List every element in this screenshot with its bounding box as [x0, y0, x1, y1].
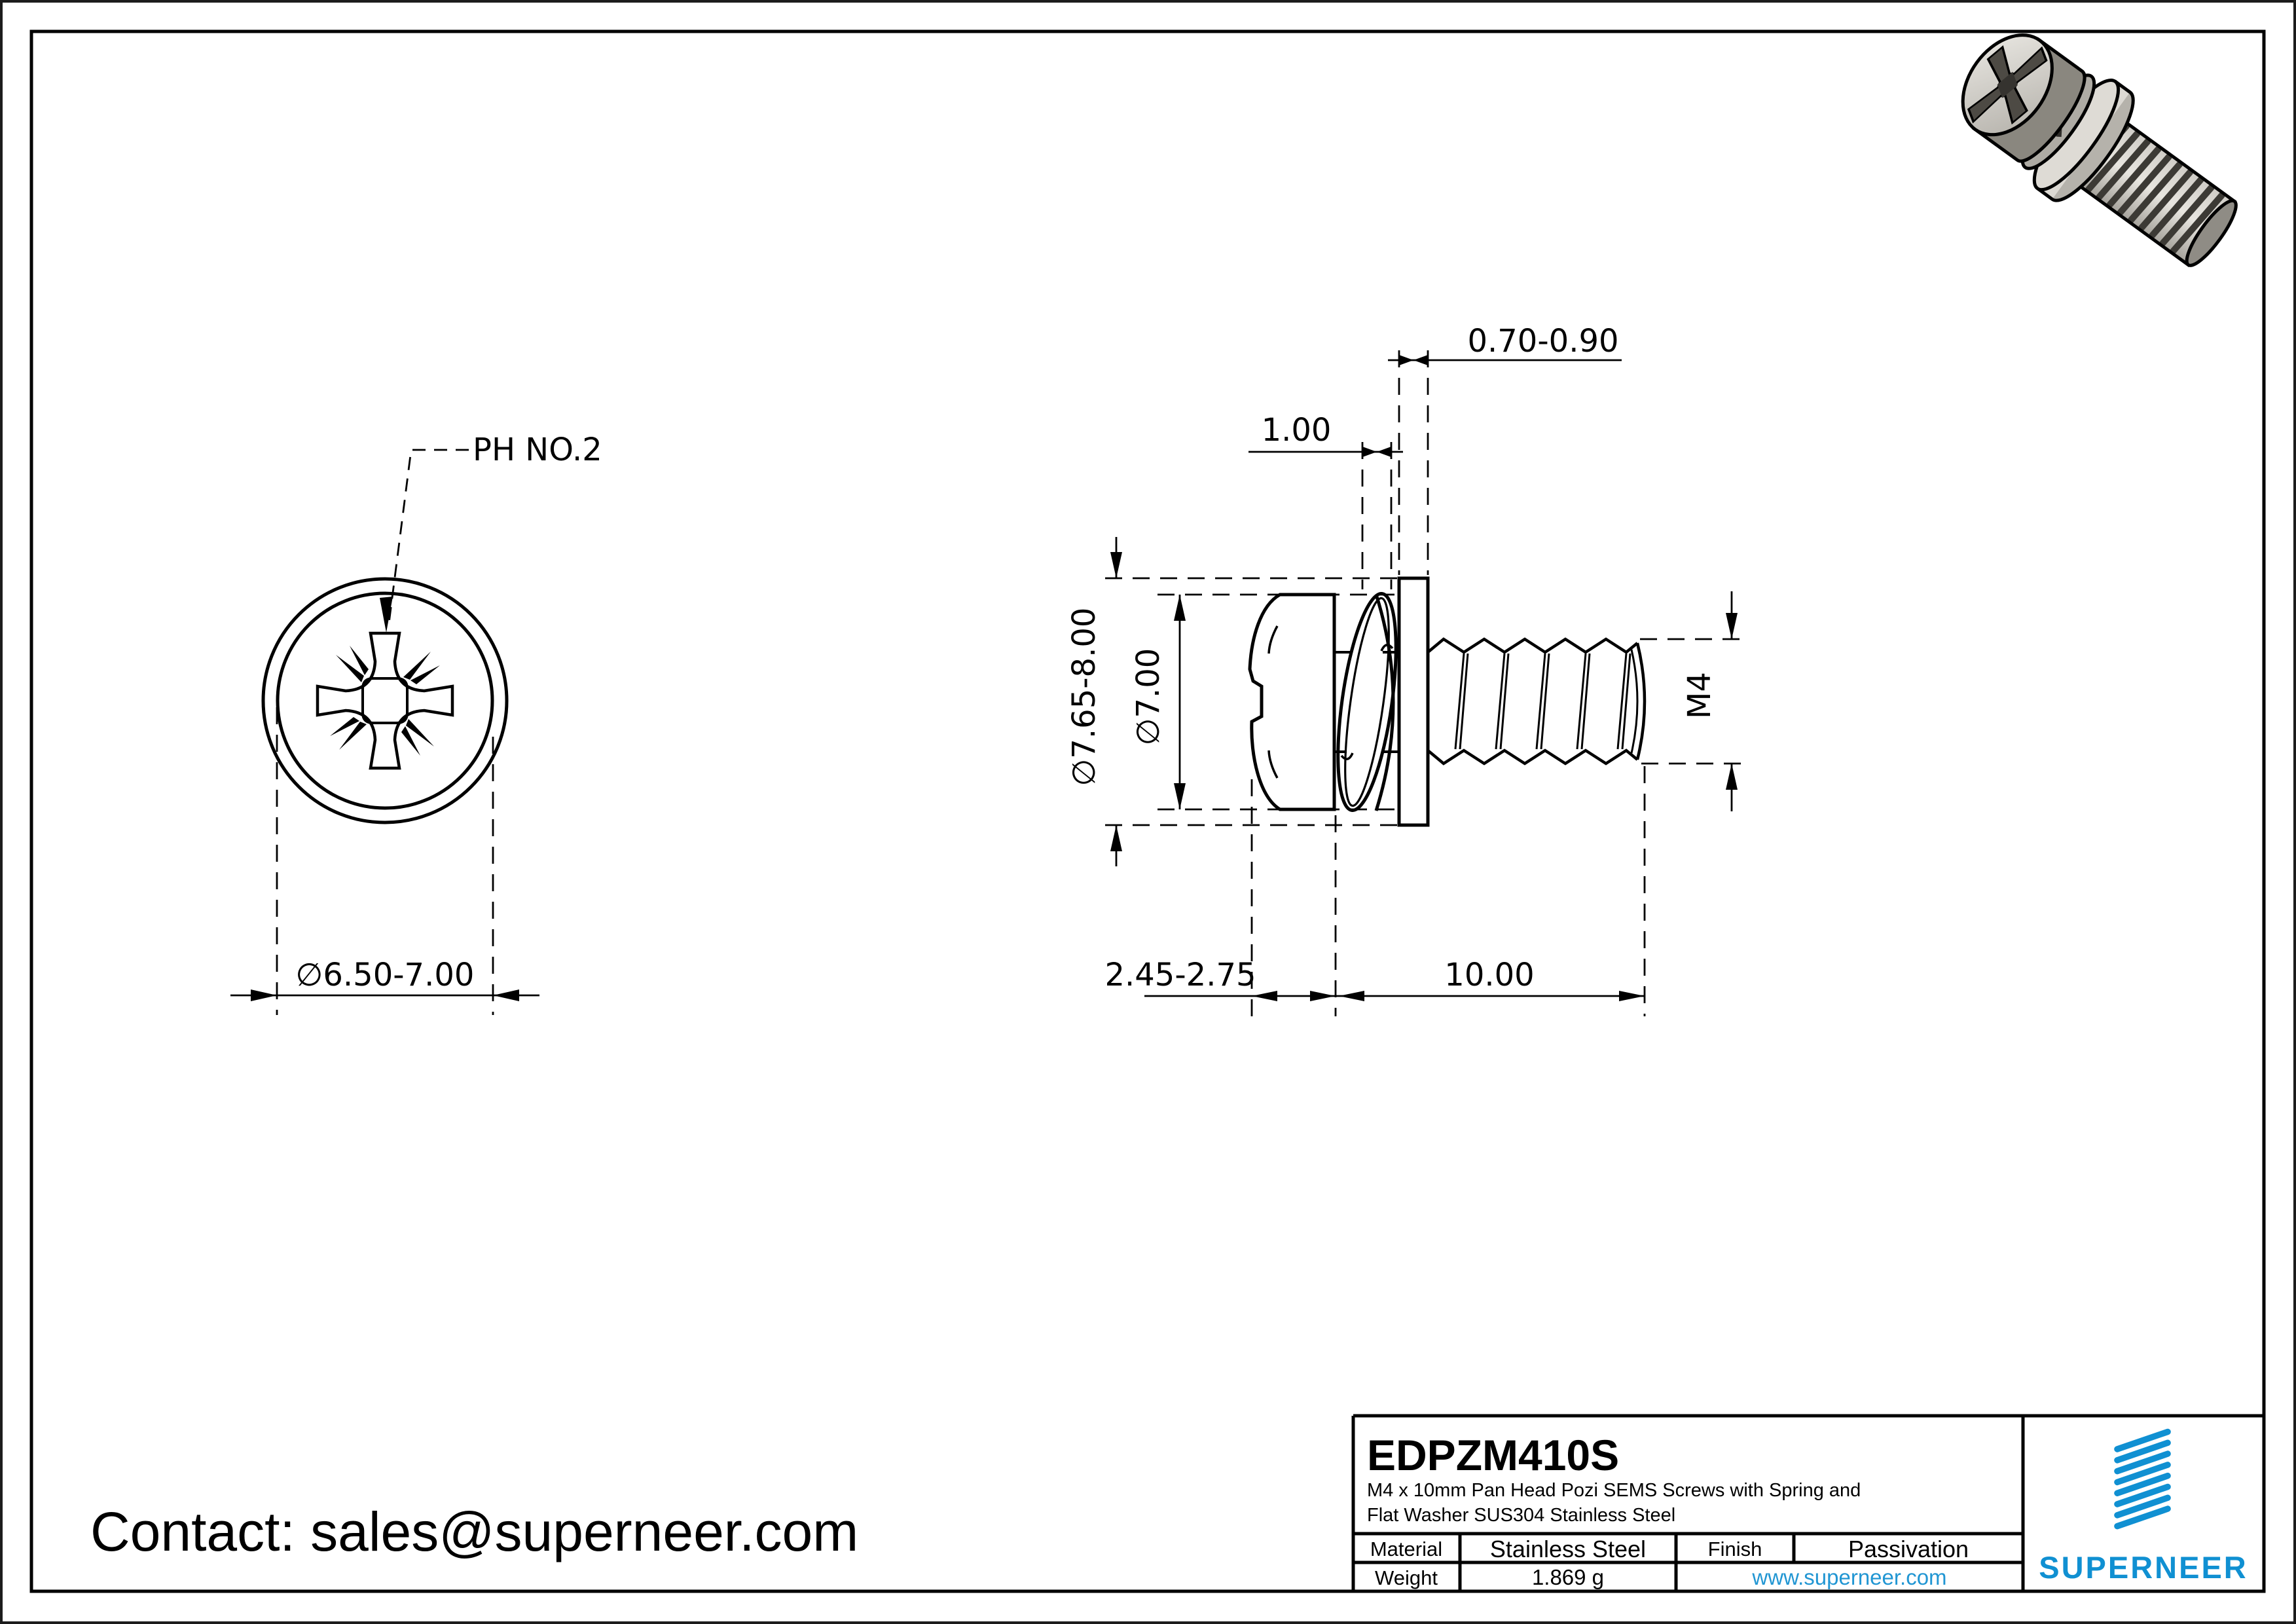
thread-size-text: M4: [1681, 672, 1718, 719]
pozi-center-square: [361, 677, 409, 724]
drawing-frame: [29, 29, 2266, 1593]
screw-3d-tip: [2185, 198, 2238, 267]
flat-washer-profile: [1397, 576, 1430, 827]
dim-arrow-icon: [1339, 991, 1364, 1001]
head-recess-tick: [1267, 625, 1279, 654]
pozi-wing-marks: [330, 646, 440, 756]
side-view: 0.70-0.90 1.00 ∅7.65-8.00: [1066, 323, 1748, 1016]
part-number: EDPZM410S: [1367, 1431, 1619, 1479]
front-diameter-dimension: [230, 707, 539, 1015]
dim-spring-washer-thickness: 1.00: [1248, 412, 1403, 589]
recess-label: PH NO.2: [473, 432, 602, 468]
spring-split-hook: [1340, 752, 1354, 760]
spring-split-hook: [1380, 644, 1394, 652]
pozi-cross-outline: [316, 631, 454, 770]
thread-end-arc: [1635, 642, 1647, 760]
head-diameter-text: ∅7.00: [1130, 648, 1167, 746]
dim-arrow-icon: [1252, 991, 1277, 1001]
part-description-line1: M4 x 10mm Pan Head Pozi SEMS Screws with…: [1367, 1480, 1861, 1501]
dim-arrow-icon: [1174, 783, 1186, 809]
screw-3d-shank: [2069, 114, 2238, 267]
thread-helix-lines: [1454, 653, 1631, 750]
dim-arrow-icon: [251, 989, 277, 1001]
head-recess-tick: [1267, 750, 1279, 779]
spring-washer-thickness-text: 1.00: [1262, 412, 1332, 449]
dim-arrow-icon: [1362, 447, 1377, 457]
title-block-grid: [1351, 1414, 2264, 1591]
website-link[interactable]: www.superneer.com: [1751, 1565, 1946, 1589]
head-outline-circle: [276, 591, 494, 810]
superneer-logo-stripes-icon: [2114, 1428, 2171, 1530]
brand-name: SUPERNEER: [2039, 1550, 2248, 1585]
head-profile: [1248, 593, 1336, 811]
dim-head-diameter: ∅7.00: [1130, 593, 1401, 811]
head-height-text: 2.45-2.75: [1104, 957, 1256, 993]
dim-arrow-icon: [493, 989, 519, 1001]
screw-3d-pozi-icon: [1967, 45, 2048, 125]
dim-arrow-icon: [1619, 991, 1645, 1001]
part-description-line2: Flat Washer SUS304 Stainless Steel: [1367, 1505, 1675, 1526]
screw-3d-head: [1961, 33, 2086, 163]
flat-washer-thickness-text: 0.70-0.90: [1467, 323, 1618, 360]
dim-flat-washer-thickness: 0.70-0.90: [1388, 323, 1622, 575]
dim-bottom-row: 2.45-2.75 10.00: [1104, 766, 1646, 1016]
pozi-recess-icon: [316, 631, 454, 770]
dim-arrow-icon: [1377, 447, 1391, 457]
weight-label: Weight: [1375, 1566, 1438, 1589]
dim-arrow-icon: [1726, 613, 1738, 639]
dim-arrow-icon: [1413, 355, 1428, 365]
material-label: Material: [1370, 1538, 1442, 1560]
dim-thread-size: M4: [1640, 591, 1748, 811]
weight-value: 1.869 g: [1532, 1565, 1604, 1589]
washer-diameter-text: ∅7.65-8.00: [1066, 608, 1102, 786]
dim-arrow-icon: [1310, 991, 1336, 1001]
spring-back-leaf: [1374, 594, 1395, 811]
dim-arrow-icon: [1399, 355, 1413, 365]
front-view: PH NO.2 ∅6.50-7.00: [230, 432, 602, 1015]
screw-3d-render: [1961, 33, 2238, 267]
dim-washer-diameter: ∅7.65-8.00: [1066, 537, 1406, 866]
superneer-logo: SUPERNEER: [2039, 1428, 2248, 1585]
finish-label: Finish: [1708, 1538, 1762, 1560]
thread-length-text: 10.00: [1444, 957, 1534, 993]
thread-profile: [1427, 637, 1647, 766]
title-block: EDPZM410S M4 x 10mm Pan Head Pozi SEMS S…: [1351, 1414, 2264, 1591]
recess-leader: [380, 449, 469, 633]
material-value: Stainless Steel: [1490, 1536, 1646, 1562]
screw-3d-flat-washer: [2032, 78, 2135, 202]
front-head-diameter-text: ∅6.50-7.00: [296, 957, 475, 993]
dim-arrow-icon: [1174, 595, 1186, 621]
washer-outline-circle: [261, 577, 509, 824]
finish-value: Passivation: [1848, 1536, 1969, 1562]
dim-arrow-icon: [1110, 825, 1122, 851]
contact-text: Contact: sales@superneer.com: [90, 1501, 858, 1562]
dim-arrow-icon: [1726, 764, 1738, 790]
dim-arrow-icon: [1110, 552, 1122, 578]
thread-end-arc-inner: [1630, 649, 1639, 754]
leader-arrow-icon: [380, 597, 393, 633]
